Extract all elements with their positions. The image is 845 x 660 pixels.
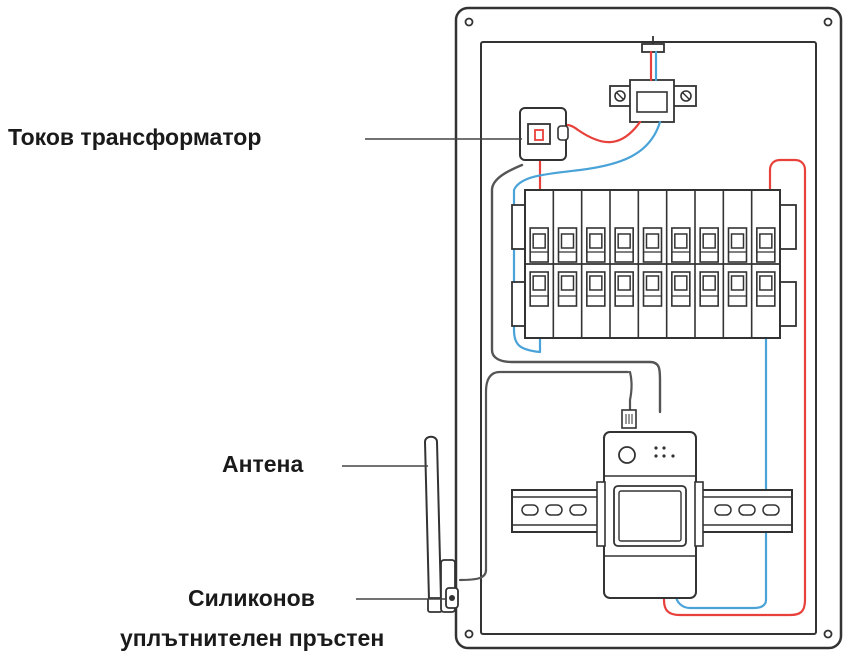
antenna-cable-run [458, 370, 630, 582]
breaker-switch [614, 227, 634, 263]
current-transformer-label: Токов трансформатор [8, 124, 262, 150]
breaker-switch [557, 271, 578, 307]
neutral-wire-breakers-to-meter [674, 336, 768, 610]
silicone-seal-ring [445, 587, 459, 609]
breaker-switch [699, 227, 719, 263]
leader-lines [342, 138, 522, 600]
current-transformer [519, 107, 569, 161]
breaker-switch [756, 271, 776, 307]
breaker-switch [586, 227, 606, 263]
breaker-switch [557, 227, 578, 263]
seal-label-line1: Силиконов [188, 585, 315, 611]
neutral-wire-to-breakers [512, 120, 662, 354]
breaker-switch [614, 271, 634, 307]
meter-button-icon [618, 446, 636, 464]
breaker-switch [586, 271, 606, 307]
wires [458, 50, 807, 617]
breaker-switch [671, 227, 691, 263]
breaker-panel [511, 189, 797, 339]
breaker-switch [671, 271, 691, 307]
live-wire-breakers-to-meter [662, 158, 807, 617]
antenna [423, 435, 456, 613]
seal-label-line2: уплътнителен пръстен [120, 625, 385, 651]
antenna-cable [628, 370, 633, 414]
breaker-switch [642, 227, 663, 263]
breaker-switch [529, 227, 549, 263]
ct-cable [490, 163, 662, 414]
breaker-switch [699, 271, 719, 307]
breaker-switch [756, 227, 776, 263]
smart-meter [596, 409, 704, 599]
breakers [529, 190, 776, 338]
breaker-switch [727, 227, 748, 263]
antenna-label: Антена [222, 451, 304, 477]
breaker-switch [529, 271, 549, 307]
breaker-switch [727, 271, 748, 307]
input-terminal [609, 36, 697, 123]
breaker-switch [642, 271, 663, 307]
